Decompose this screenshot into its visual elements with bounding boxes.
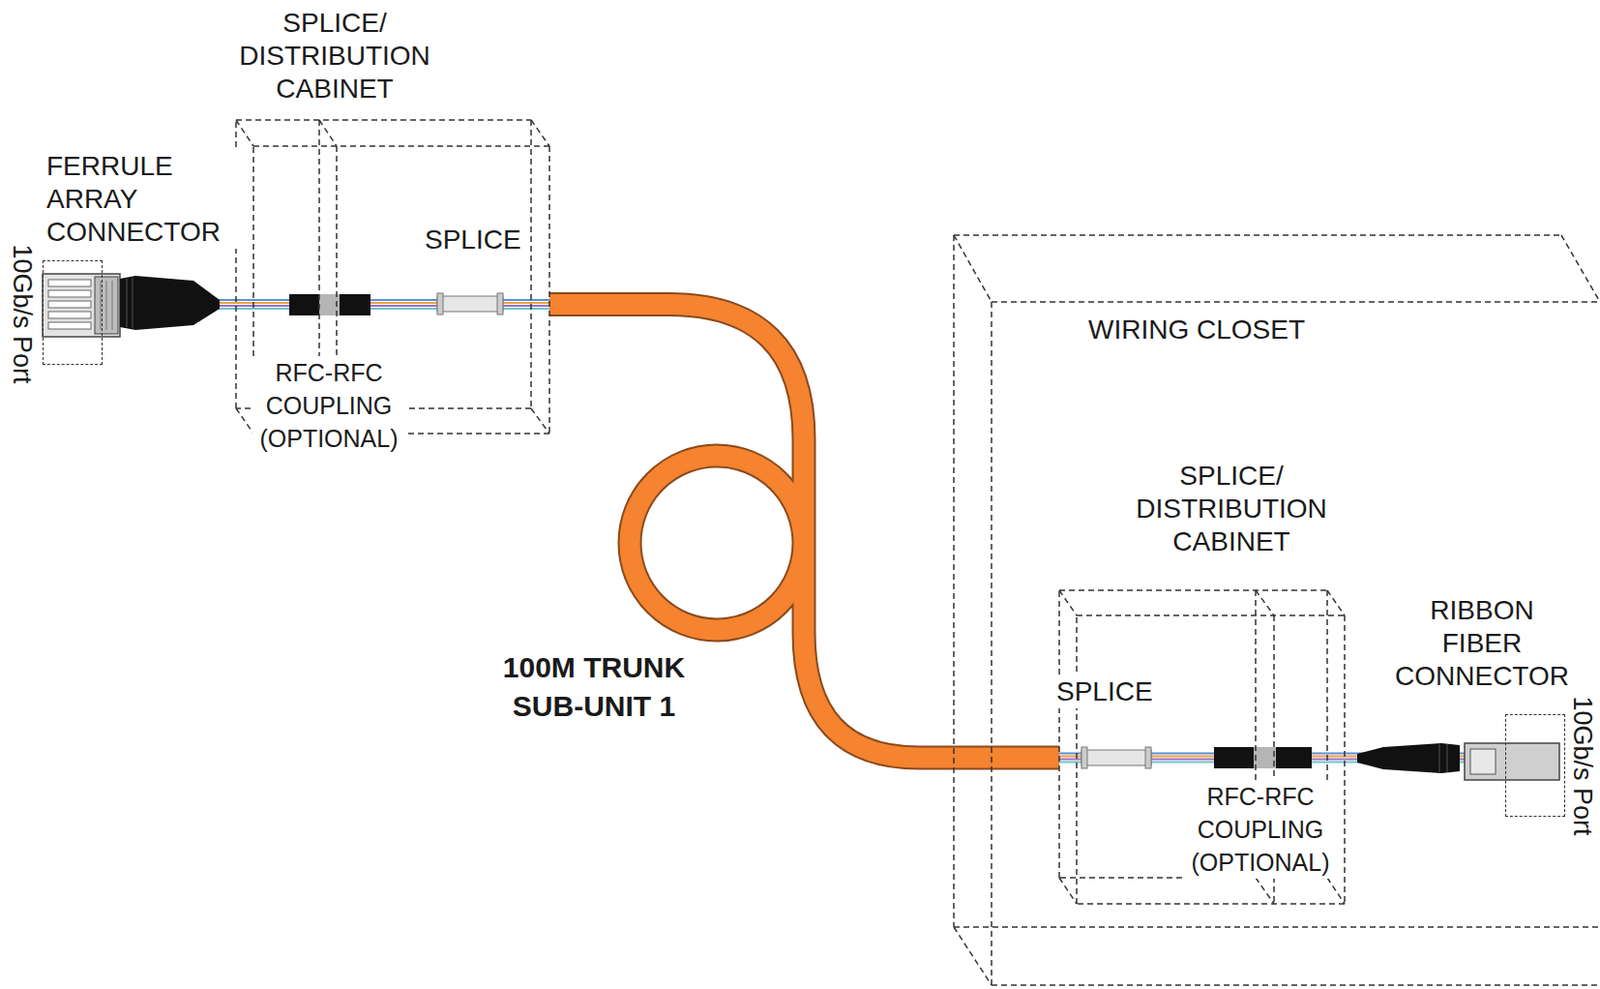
dashed-outline [1059, 590, 1077, 616]
plug-slot [48, 290, 91, 297]
dashed-outline [1058, 590, 1061, 878]
dashed-outline [1059, 589, 1328, 592]
plug-latch [1470, 748, 1496, 774]
plug-rib [106, 280, 108, 330]
cabinet-fibers [236, 299, 1345, 763]
part-label: FERRULE ARRAY CONNECTOR [44, 149, 238, 249]
dashed-outline [953, 234, 1562, 237]
sleeve-body [1081, 749, 1152, 766]
dashed-outline [1327, 590, 1345, 616]
dashed-outline [1075, 615, 1078, 904]
sleeve-cap [1081, 746, 1088, 769]
dashed-outline [236, 408, 254, 434]
dashed-outline [1255, 877, 1275, 904]
connector-boot [1357, 742, 1460, 773]
dashed-outline [1561, 235, 1600, 302]
rfc-coupling [1214, 746, 1312, 769]
dashed-outline [1327, 877, 1345, 904]
splice-sleeve [437, 293, 504, 315]
dashed-outline [952, 235, 955, 927]
sleeve-cap [1145, 746, 1152, 769]
part-label: RFC-RFC COUPLING (OPTIONAL) [252, 355, 407, 455]
coupling-center [1253, 746, 1276, 769]
dashed-outline [953, 235, 992, 302]
dashed-outline [991, 300, 1600, 303]
boot-rib [126, 278, 128, 327]
splice-sleeve [1081, 746, 1152, 769]
part-label: RFC-RFC COUPLING (OPTIONAL) [1184, 779, 1338, 879]
plug-slot [48, 300, 91, 308]
coupling-body [289, 294, 371, 316]
dashed-outline [991, 983, 1600, 986]
ferrule-array-connector [42, 273, 220, 337]
dashed-outline [319, 119, 337, 147]
ribbon-fiber-connector [1357, 742, 1560, 780]
part-label: SPLICE [422, 223, 524, 257]
dashed-outline [236, 118, 532, 121]
connector-boot [119, 275, 220, 330]
sleeve-cap [497, 293, 504, 315]
rfc-coupling [289, 294, 371, 316]
dashed-outline [253, 145, 550, 148]
part-label: SPLICE [1054, 675, 1156, 709]
dashed-outline [1059, 877, 1077, 904]
plug-body [1464, 742, 1560, 780]
dashed-outline [953, 926, 992, 985]
cabinet-heading: SPLICE/ DISTRIBUTION CABINET [1125, 459, 1338, 559]
plug-collar [94, 276, 119, 334]
dashed-outline [1076, 614, 1345, 617]
port-box: 10Gb/s Port [42, 260, 103, 365]
part-label: RIBBON FIBER CONNECTOR [1388, 593, 1576, 693]
cable-label: 100M TRUNK SUB-UNIT 1 [493, 648, 696, 726]
dashed-outline [1255, 590, 1275, 616]
closet-heading: WIRING CLOSET [1088, 313, 1305, 347]
plug-slot [48, 279, 91, 287]
boot-rib [1447, 743, 1449, 772]
dashed-outline [953, 925, 1600, 928]
dashed-outline [236, 119, 254, 147]
plug-slot [48, 311, 91, 319]
plug-slot [48, 322, 91, 329]
boot-rib [1439, 743, 1441, 772]
dashed-outline [1076, 902, 1345, 905]
dashed-outline [1343, 615, 1346, 904]
dashed-outline [531, 408, 550, 434]
cabinet-heading: SPLICE/ DISTRIBUTION CABINET [228, 6, 442, 106]
plug-rib [100, 280, 102, 330]
dashed-outline [548, 146, 551, 434]
plug-body [42, 273, 120, 337]
boot-rib [132, 277, 134, 328]
dashed-outline [990, 301, 993, 985]
port-label: 10Gb/s Port [8, 243, 35, 384]
sleeve-cap [437, 293, 444, 315]
plug-rib [112, 280, 114, 330]
coupling-body [1214, 746, 1312, 769]
port-label: 10Gb/s Port [1569, 695, 1596, 835]
dashed-outline [531, 119, 550, 147]
dashed-outline [530, 119, 533, 409]
port-box: 10Gb/s Port [1505, 713, 1566, 817]
sleeve-body [437, 296, 504, 312]
